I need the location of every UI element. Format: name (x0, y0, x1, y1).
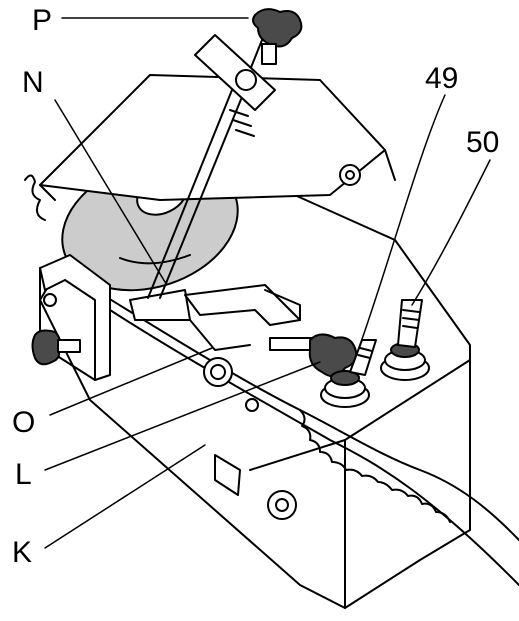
rod-clamp (194, 34, 276, 111)
switch-50 (380, 299, 430, 381)
leader-o (49, 347, 213, 416)
saw-blade (24, 174, 519, 586)
leader-50 (411, 159, 491, 306)
lower-bolt (214, 454, 297, 520)
callout-50: 50 (466, 126, 499, 159)
leader-l (44, 361, 321, 471)
blade-guide (129, 284, 301, 351)
callout-labels: P N 49 50 O L K (12, 4, 499, 569)
right-knob (269, 333, 358, 378)
callout-o: O (12, 406, 35, 439)
wheel-guard (39, 74, 396, 201)
leader-n (54, 99, 166, 283)
callout-n: N (22, 66, 44, 99)
left-knob (31, 329, 81, 366)
callout-l: L (15, 458, 32, 491)
leader-lines (44, 17, 491, 549)
leader-k (44, 444, 206, 549)
guide-bolt (203, 357, 259, 412)
adjusting-rod (147, 39, 263, 299)
top-knob (252, 8, 303, 65)
leader-49 (359, 94, 446, 346)
callout-k: K (12, 536, 32, 569)
callout-p: P (32, 4, 52, 37)
switch-49 (320, 339, 377, 408)
callout-49: 49 (425, 62, 458, 95)
